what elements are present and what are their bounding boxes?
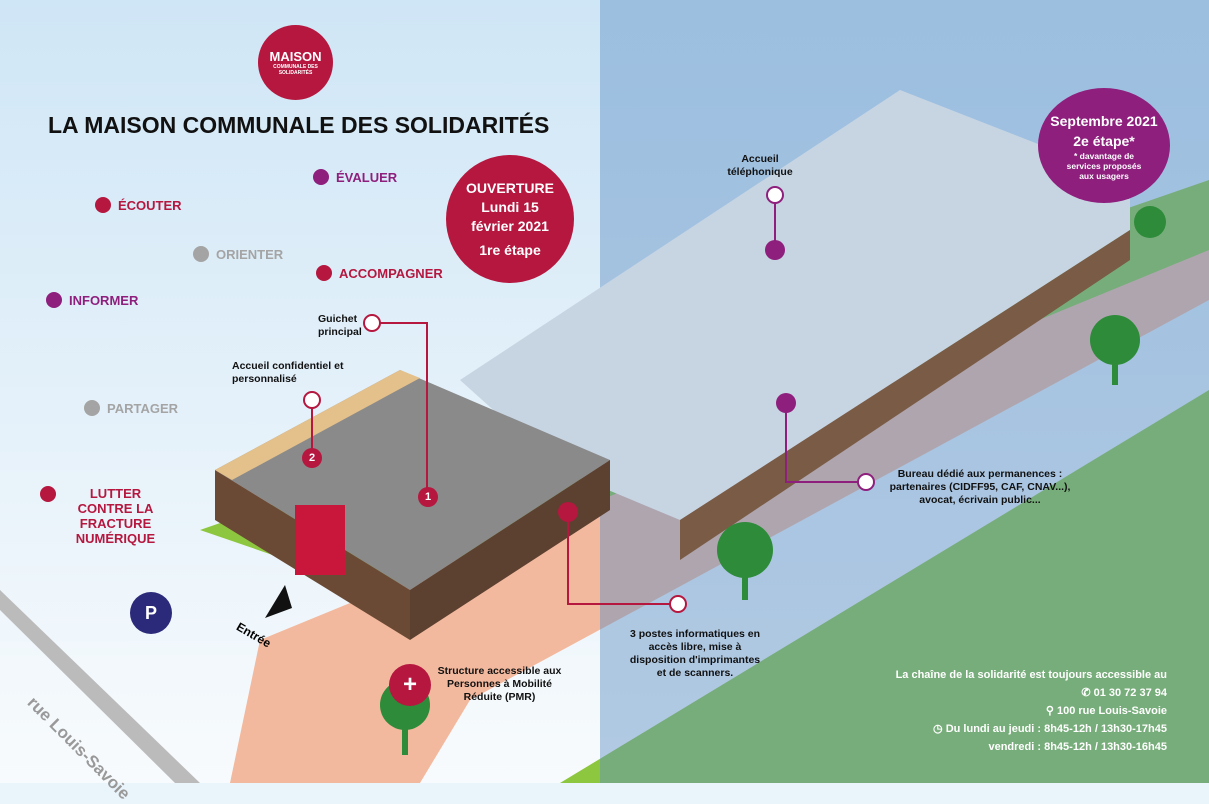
logo-subtitle: COMMUNALE DES SOLIDARITÉS <box>273 64 318 76</box>
entrance-arrow <box>265 585 292 618</box>
contact-intro: La chaîne de la solidarité est toujours … <box>895 669 1167 681</box>
callout-guichet: Guichet principal <box>318 313 362 339</box>
phone: ✆ 01 30 72 37 94 <box>1081 687 1167 699</box>
callout-accueil-confidentiel: Accueil confidentiel et personnalisé <box>232 360 344 386</box>
verb-informer: INFORMER <box>46 292 138 308</box>
verb-lutter: LUTTER CONTRE LA FRACTURE NUMÉRIQUE <box>40 486 168 546</box>
pmr-plus-icon: + <box>389 664 431 706</box>
logo-text: MAISON <box>269 49 322 64</box>
building-phase2 <box>460 90 1130 520</box>
verb-accompagner: ACCOMPAGNER <box>316 265 443 281</box>
logo: MAISON COMMUNALE DES SOLIDARITÉS <box>258 25 333 100</box>
callout-postes: 3 postes informatiques en accès libre, m… <box>629 628 761 680</box>
phone-icon: ✆ <box>1081 687 1094 699</box>
grass <box>560 390 1209 783</box>
marker-1: 1 <box>418 487 438 507</box>
callout-pmr: Structure accessible aux Personnes à Mob… <box>437 665 562 704</box>
address: ⚲ 100 rue Louis-Savoie <box>1045 705 1167 717</box>
verb-ecouter: ÉCOUTER <box>95 197 182 213</box>
page-title: LA MAISON COMMUNALE DES SOLIDARITÉS <box>48 112 550 138</box>
parking-icon: P <box>130 592 172 634</box>
marker-2: 2 <box>302 448 322 468</box>
hours-weekdays: ◷ Du lundi au jeudi : 8h45-12h / 13h30-1… <box>933 723 1167 735</box>
contact-info: La chaîne de la solidarité est toujours … <box>896 666 1167 756</box>
verb-orienter: ORIENTER <box>193 246 283 262</box>
callout-bureau: Bureau dédié aux permanences : partenair… <box>889 468 1071 507</box>
verb-evaluer: ÉVALUER <box>313 169 397 185</box>
clock-icon: ◷ <box>933 723 946 735</box>
location-pin-icon: ⚲ <box>1045 705 1057 717</box>
background-illustration <box>0 0 1209 783</box>
hours-friday: vendredi : 8h45-12h / 13h30-16h45 <box>988 741 1167 753</box>
callout-accueil-telephonique: Accueil téléphonique <box>727 153 793 179</box>
verb-partager: PARTAGER <box>84 400 178 416</box>
